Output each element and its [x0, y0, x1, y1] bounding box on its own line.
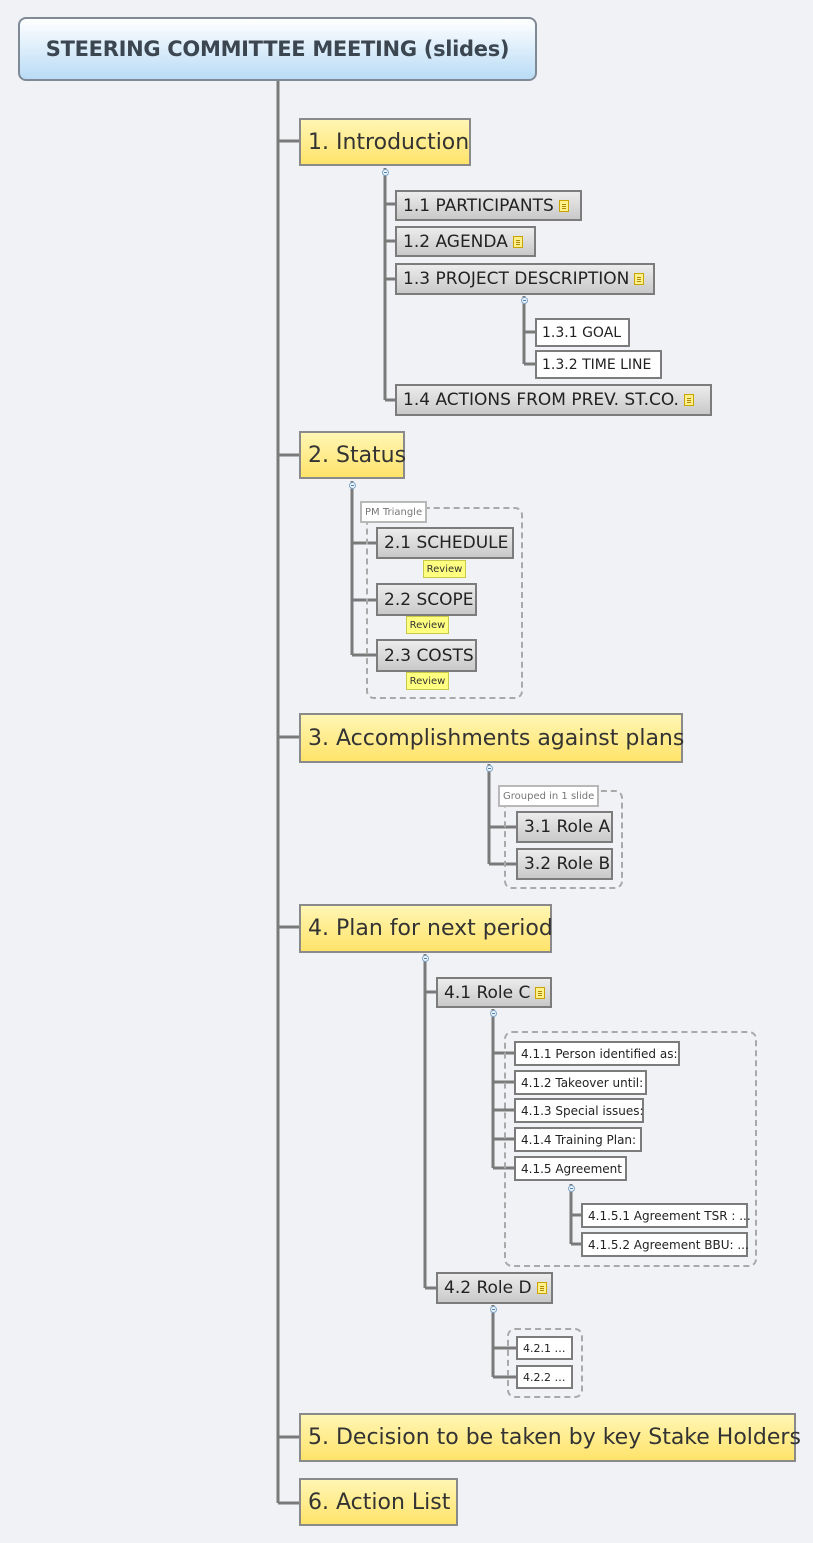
topic-schedule[interactable]: 2.1 SCHEDULE [376, 527, 514, 559]
topic-agenda[interactable]: 1.2 AGENDA [395, 226, 536, 257]
collapse-toggle-icon[interactable] [490, 1306, 497, 1313]
collapse-toggle-icon[interactable] [521, 297, 528, 304]
topic-agreement-tsr[interactable]: 4.1.5.1 Agreement TSR : ... [581, 1203, 751, 1228]
label-review: Review [406, 672, 449, 690]
topic-agreement-bbu[interactable]: 4.1.5.2 Agreement BBU: ... [581, 1232, 749, 1257]
collapse-toggle-icon[interactable] [568, 1185, 575, 1192]
topic-actions-prev-stco[interactable]: 1.4 ACTIONS FROM PREV. ST.CO. [395, 384, 712, 416]
boundary-pm-triangle [366, 507, 523, 699]
topic-introduction[interactable]: 1. Introduction [299, 118, 471, 166]
topic-role-c[interactable]: 4.1 Role C [436, 977, 552, 1008]
topic-label: 1.1 PARTICIPANTS [403, 195, 554, 216]
topic-costs[interactable]: 2.3 COSTS [376, 639, 477, 672]
topic-role-a[interactable]: 3.1 Role A [516, 811, 613, 843]
collapse-toggle-icon[interactable] [382, 169, 389, 176]
collapse-toggle-icon[interactable] [349, 482, 356, 489]
topic-label: 4.2 Role D [444, 1278, 532, 1298]
topic-training-plan[interactable]: 4.1.4 Training Plan: [514, 1127, 642, 1152]
note-icon[interactable] [558, 199, 569, 212]
topic-status[interactable]: 2. Status [299, 431, 406, 479]
topic-agreement[interactable]: 4.1.5 Agreement [514, 1156, 627, 1181]
topic-label: 1.3 PROJECT DESCRIPTION [403, 269, 630, 289]
boundary-label-pm-triangle: PM Triangle [360, 501, 428, 523]
collapse-toggle-icon[interactable] [486, 765, 493, 772]
topic-label: 1.2 AGENDA [403, 231, 508, 252]
topic-goal[interactable]: 1.3.1 GOAL [535, 318, 630, 347]
topic-role-b[interactable]: 3.2 Role B [516, 848, 613, 880]
topic-special-issues[interactable]: 4.1.3 Special issues: [514, 1098, 644, 1123]
topic-action-list[interactable]: 6. Action List [299, 1478, 458, 1526]
central-topic[interactable]: STEERING COMMITTEE MEETING (slides) [18, 17, 537, 81]
note-icon[interactable] [683, 394, 694, 406]
note-icon[interactable] [512, 235, 523, 248]
topic-participants[interactable]: 1.1 PARTICIPANTS [395, 190, 582, 221]
boundary-role-d-details [507, 1328, 583, 1398]
collapse-toggle-icon[interactable] [422, 955, 429, 962]
label-review: Review [423, 560, 466, 578]
note-icon[interactable] [536, 1282, 547, 1294]
topic-label: 4.1 Role C [444, 982, 531, 1003]
topic-label: 1.4 ACTIONS FROM PREV. ST.CO. [403, 390, 679, 410]
topic-takeover-until[interactable]: 4.1.2 Takeover until: [514, 1070, 647, 1095]
boundary-role-c-details [504, 1031, 757, 1267]
topic-decision-stakeholders[interactable]: 5. Decision to be taken by key Stake Hol… [299, 1413, 801, 1462]
topic-4-2-1[interactable]: 4.2.1 … [516, 1336, 573, 1360]
topic-time-line[interactable]: 1.3.2 TIME LINE [535, 350, 662, 379]
topic-scope[interactable]: 2.2 SCOPE [376, 583, 477, 616]
topic-4-2-2[interactable]: 4.2.2 … [516, 1365, 573, 1389]
topic-person-identified[interactable]: 4.1.1 Person identified as: [514, 1041, 680, 1066]
collapse-toggle-icon[interactable] [490, 1010, 497, 1017]
label-review: Review [406, 616, 449, 634]
boundary-label-grouped-slide: Grouped in 1 slide [498, 785, 600, 807]
topic-plan-next-period[interactable]: 4. Plan for next period [299, 904, 553, 953]
topic-project-description[interactable]: 1.3 PROJECT DESCRIPTION [395, 263, 655, 295]
note-icon[interactable] [535, 986, 546, 999]
topic-accomplishments[interactable]: 3. Accomplishments against plans [299, 713, 684, 763]
note-icon[interactable] [634, 273, 645, 285]
topic-role-d[interactable]: 4.2 Role D [436, 1272, 553, 1304]
